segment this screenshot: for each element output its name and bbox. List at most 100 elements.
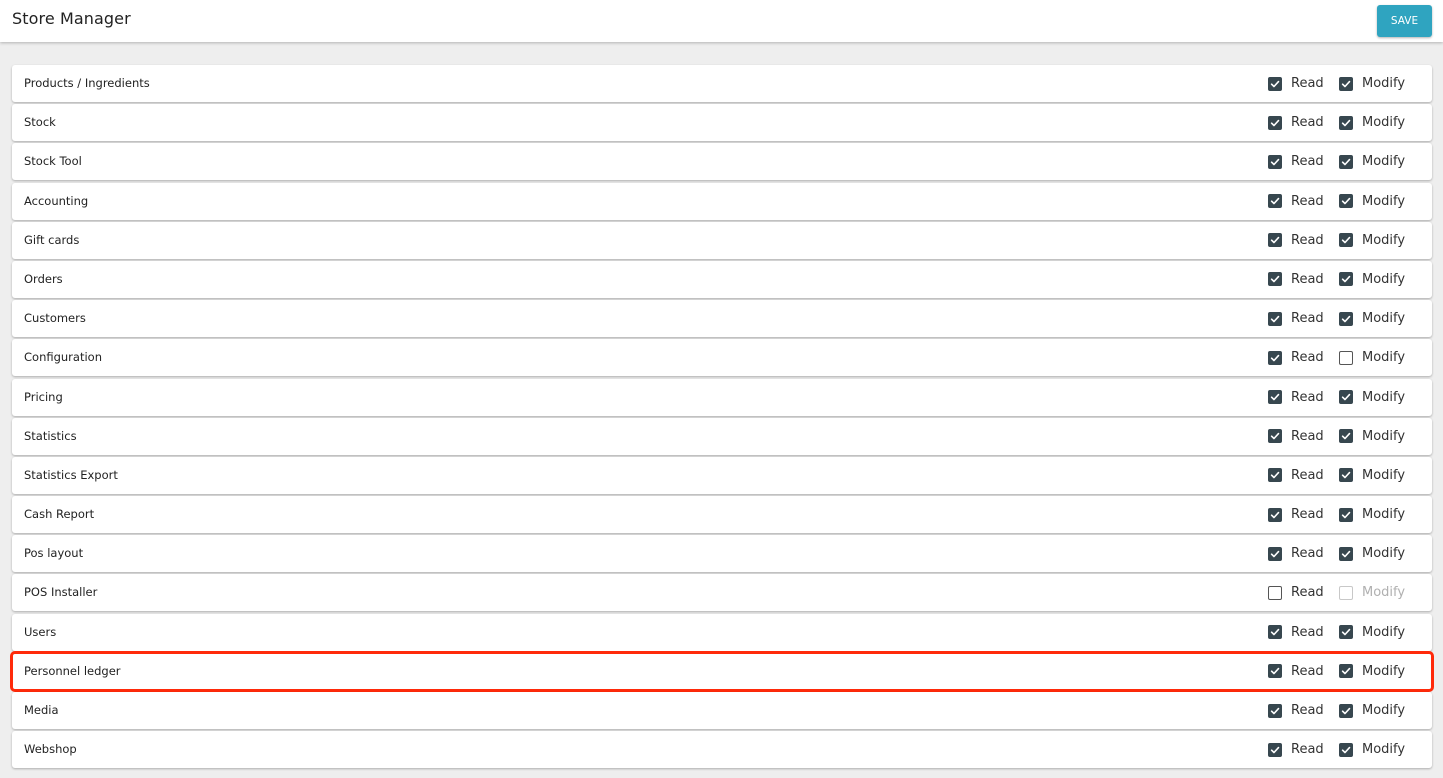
modify-label: Modify: [1362, 76, 1406, 91]
checkmark-icon: [1341, 472, 1351, 479]
read-checkbox[interactable]: Read: [1268, 194, 1324, 209]
permission-name: Statistics: [24, 428, 77, 443]
checkmark-icon: [1270, 354, 1280, 362]
read-checkbox[interactable]: Read: [1268, 311, 1324, 326]
checkbox-modify-icon[interactable]: [1339, 350, 1353, 365]
modify-checkbox[interactable]: Modify: [1339, 311, 1405, 326]
modify-checkbox[interactable]: Modify: [1339, 507, 1405, 522]
read-checkbox[interactable]: Read: [1268, 742, 1324, 757]
modify-checkbox[interactable]: Modify: [1339, 115, 1405, 130]
checkmark-icon: [1270, 276, 1280, 283]
checkbox-modify-icon[interactable]: [1339, 154, 1353, 169]
modify-checkbox[interactable]: Modify: [1339, 233, 1405, 248]
checkbox-modify-icon[interactable]: [1339, 311, 1353, 326]
read-checkbox[interactable]: Read: [1268, 468, 1324, 483]
read-checkbox[interactable]: Read: [1268, 154, 1324, 169]
modify-checkbox[interactable]: Modify: [1339, 546, 1405, 561]
checkbox-modify-icon[interactable]: [1339, 742, 1353, 757]
read-checkbox[interactable]: Read: [1268, 350, 1324, 365]
checkbox-read-icon[interactable]: [1268, 585, 1282, 600]
checkbox-read-icon[interactable]: [1268, 272, 1282, 287]
modify-checkbox[interactable]: Modify: [1339, 664, 1405, 679]
checkbox-read-icon[interactable]: [1268, 742, 1282, 757]
checkmark-icon: [1341, 746, 1351, 753]
read-checkbox[interactable]: Read: [1268, 76, 1324, 91]
checkbox-modify-icon[interactable]: [1339, 703, 1353, 718]
checkbox-read-icon[interactable]: [1268, 664, 1282, 679]
checkmark-icon: [1341, 197, 1351, 205]
checkbox-read-icon[interactable]: [1268, 311, 1282, 326]
checkbox-modify-icon[interactable]: [1339, 233, 1353, 248]
permission-name: Orders: [24, 271, 63, 286]
checkmark-icon: [1270, 393, 1280, 401]
checkmark-icon: [1270, 119, 1280, 126]
permission-name: Configuration: [24, 350, 102, 365]
checkbox-read-icon[interactable]: [1268, 233, 1282, 248]
checkbox-modify-icon[interactable]: [1339, 429, 1353, 444]
modify-checkbox[interactable]: Modify: [1339, 154, 1405, 169]
permission-name: Statistics Export: [24, 467, 118, 482]
modify-checkbox[interactable]: Modify: [1339, 350, 1405, 365]
checkbox-read-icon[interactable]: [1268, 625, 1282, 640]
checkbox-read-icon[interactable]: [1268, 194, 1282, 209]
modify-checkbox[interactable]: Modify: [1339, 625, 1405, 640]
checkmark-icon: [1341, 628, 1351, 636]
checkbox-modify-icon[interactable]: [1339, 76, 1353, 91]
modify-label: Modify: [1362, 546, 1406, 562]
read-checkbox[interactable]: Read: [1268, 272, 1324, 287]
modify-label: Modify: [1362, 115, 1406, 131]
read-label: Read: [1291, 703, 1324, 718]
modify-checkbox[interactable]: Modify: [1339, 194, 1405, 209]
read-checkbox[interactable]: Read: [1268, 664, 1324, 679]
checkbox-read-icon[interactable]: [1268, 429, 1282, 444]
modify-checkbox[interactable]: Modify: [1339, 703, 1405, 718]
checkmark-icon: [1341, 511, 1351, 518]
read-label: Read: [1291, 271, 1324, 287]
read-checkbox[interactable]: Read: [1268, 233, 1324, 248]
read-checkbox[interactable]: Read: [1268, 115, 1324, 130]
save-button[interactable]: SAVE: [1377, 5, 1432, 37]
read-checkbox[interactable]: Read: [1268, 703, 1324, 718]
permission-name: Webshop: [24, 742, 77, 757]
modify-checkbox[interactable]: Modify: [1339, 468, 1405, 483]
read-checkbox[interactable]: Read: [1268, 507, 1324, 522]
checkbox-modify-icon[interactable]: [1339, 272, 1353, 287]
checkbox-read-icon[interactable]: [1268, 76, 1282, 91]
read-checkbox[interactable]: Read: [1268, 585, 1324, 600]
checkmark-icon: [1270, 432, 1280, 440]
checkbox-read-icon[interactable]: [1268, 390, 1282, 404]
checkbox-read-icon[interactable]: [1268, 468, 1282, 483]
modify-label: Modify: [1362, 193, 1406, 209]
checkmark-icon: [1270, 472, 1280, 479]
modify-checkbox[interactable]: Modify: [1339, 76, 1405, 91]
modify-checkbox[interactable]: Modify: [1339, 272, 1405, 287]
checkbox-modify-icon[interactable]: [1339, 194, 1353, 209]
checkbox-modify-icon[interactable]: [1339, 625, 1353, 640]
checkbox-modify-icon[interactable]: [1339, 507, 1353, 522]
read-checkbox[interactable]: Read: [1268, 625, 1324, 640]
checkbox-modify-icon[interactable]: [1339, 546, 1353, 561]
checkbox-modify-icon[interactable]: [1339, 115, 1353, 130]
modify-checkbox[interactable]: Modify: [1339, 742, 1405, 757]
checkbox-read-icon[interactable]: [1268, 154, 1282, 169]
checkbox-modify-icon[interactable]: [1339, 390, 1353, 404]
read-checkbox[interactable]: Read: [1268, 546, 1324, 561]
checkbox-modify-icon[interactable]: [1339, 468, 1353, 483]
permission-row-media: Media Read Modify: [12, 692, 1432, 729]
checkbox-modify-icon[interactable]: [1339, 664, 1353, 679]
checkmark-icon: [1341, 707, 1351, 714]
checkbox-read-icon[interactable]: [1268, 115, 1282, 130]
checkbox-read-icon[interactable]: [1268, 507, 1282, 522]
permission-row-stock-tool: Stock Tool Read Modify: [12, 143, 1432, 181]
checkbox-read-icon[interactable]: [1268, 350, 1282, 365]
checkbox-read-icon[interactable]: [1268, 546, 1282, 561]
read-label: Read: [1291, 742, 1324, 758]
checkmark-icon: [1341, 393, 1351, 401]
checkbox-read-icon[interactable]: [1268, 703, 1282, 718]
modify-checkbox[interactable]: Modify: [1339, 429, 1405, 444]
read-checkbox[interactable]: Read: [1268, 390, 1324, 405]
read-checkbox[interactable]: Read: [1268, 429, 1324, 444]
modify-checkbox[interactable]: Modify: [1339, 390, 1405, 405]
read-label: Read: [1291, 232, 1324, 248]
read-label: Read: [1291, 467, 1324, 483]
